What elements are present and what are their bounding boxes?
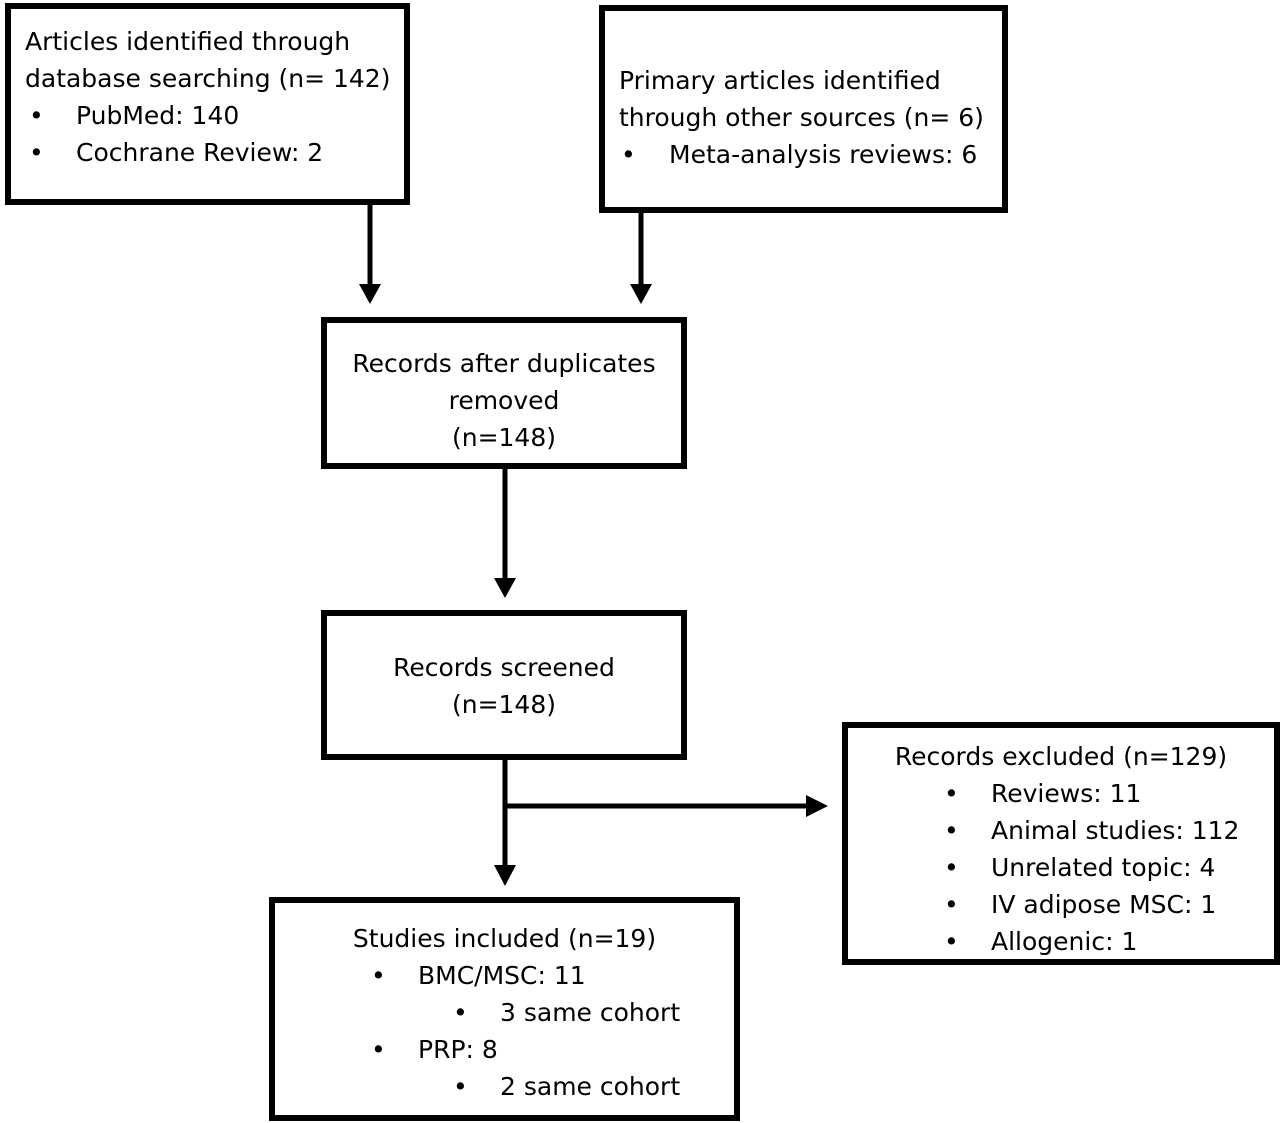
bullet-icon: •	[621, 140, 636, 169]
bullet-icon: •	[944, 927, 959, 956]
duplicates-line1: Records after duplicates	[352, 349, 656, 378]
included-prp: PRP: 8	[418, 1035, 498, 1064]
arrowhead-database	[359, 284, 381, 304]
list-item: • Meta-analysis reviews: 6	[619, 136, 1002, 173]
bullet-icon: •	[453, 1072, 468, 1101]
included-prp-same-cohort: 2 same cohort	[500, 1072, 681, 1101]
included-bmc-same-cohort: 3 same cohort	[500, 998, 681, 1027]
arrowhead-excluded	[806, 795, 828, 817]
bullet-icon: •	[29, 101, 44, 130]
screened-line1: Records screened	[393, 653, 615, 682]
list-item: • Allogenic: 1	[848, 923, 1274, 960]
database-search-box: Articles identified through database sea…	[5, 3, 410, 205]
list-item: • Unrelated topic: 4	[848, 849, 1274, 886]
records-excluded-box: Records excluded (n=129) • Reviews: 11 •…	[842, 722, 1280, 965]
excluded-allogenic: Allogenic: 1	[991, 927, 1138, 956]
pubmed-count: PubMed: 140	[76, 101, 240, 130]
cochrane-count: Cochrane Review: 2	[76, 138, 324, 167]
other-sources-box: Primary articles identified through othe…	[599, 5, 1008, 213]
studies-included-box: Studies included (n=19) • BMC/MSC: 11 • …	[269, 897, 740, 1121]
list-item: • 2 same cohort	[275, 1068, 734, 1105]
list-item: • BMC/MSC: 11	[275, 957, 734, 994]
duplicates-line2: removed	[448, 386, 560, 415]
database-search-title-line2: database searching (n= 142)	[25, 64, 391, 93]
meta-analysis-count: Meta-analysis reviews: 6	[669, 140, 978, 169]
list-item: • Animal studies: 112	[848, 812, 1274, 849]
list-item: • PRP: 8	[275, 1031, 734, 1068]
bullet-icon: •	[371, 1035, 386, 1064]
bullet-icon: •	[29, 138, 44, 167]
arrowhead-included	[494, 865, 516, 886]
other-sources-title-line2: through other sources (n= 6)	[619, 103, 984, 132]
bullet-icon: •	[944, 816, 959, 845]
excluded-animal-studies: Animal studies: 112	[991, 816, 1240, 845]
list-item: • PubMed: 140	[25, 97, 404, 134]
list-item: • 3 same cohort	[275, 994, 734, 1031]
other-sources-title-line1: Primary articles identified	[619, 66, 941, 95]
list-item: • Reviews: 11	[848, 775, 1274, 812]
duplicates-removed-box: Records after duplicates removed (n=148)	[321, 317, 687, 469]
included-bmc-msc: BMC/MSC: 11	[418, 961, 586, 990]
bullet-icon: •	[944, 779, 959, 808]
excluded-reviews: Reviews: 11	[991, 779, 1142, 808]
duplicates-count: (n=148)	[451, 423, 557, 452]
bullet-icon: •	[371, 961, 386, 990]
excluded-iv-adipose-msc: IV adipose MSC: 1	[991, 890, 1217, 919]
included-title: Studies included (n=19)	[352, 924, 657, 953]
list-item: • IV adipose MSC: 1	[848, 886, 1274, 923]
bullet-icon: •	[944, 853, 959, 882]
arrowhead-duplicates	[494, 578, 516, 598]
excluded-unrelated-topic: Unrelated topic: 4	[991, 853, 1216, 882]
screened-count: (n=148)	[451, 690, 557, 719]
arrowhead-other	[630, 284, 652, 304]
bullet-icon: •	[453, 998, 468, 1027]
excluded-title: Records excluded (n=129)	[894, 742, 1228, 771]
bullet-icon: •	[944, 890, 959, 919]
database-search-title-line1: Articles identified through	[25, 27, 351, 56]
records-screened-box: Records screened (n=148)	[321, 610, 687, 760]
list-item: • Cochrane Review: 2	[25, 134, 404, 171]
